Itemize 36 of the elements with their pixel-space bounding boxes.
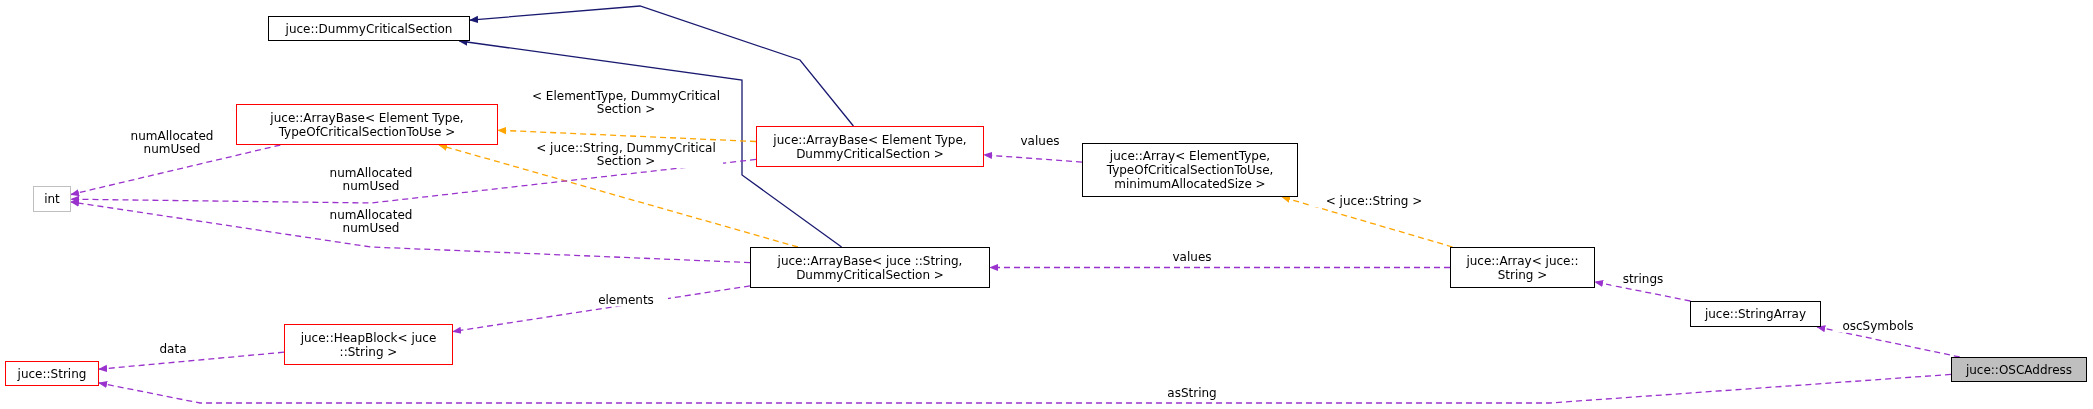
- arrow: [70, 158, 757, 204]
- arrow: [1594, 280, 1692, 302]
- class-name: juce::ArrayBase< Element Type, TypeOfCriticalSectionToUse >: [269, 110, 465, 139]
- class-box: [1951, 357, 2087, 382]
- class-box: [756, 126, 984, 167]
- class-name: juce::ArrayBase< juce ::String, DummyCriticalSection >: [776, 253, 964, 282]
- class-name: juce::String: [17, 366, 87, 381]
- class-name: juce::OSCAddress: [1965, 362, 2073, 377]
- arrow: [70, 199, 751, 264]
- class-name: juce::ArrayBase< Element Type, DummyCriticalSection >: [772, 132, 968, 161]
- class-name: int: [44, 192, 60, 206]
- class-box: [1082, 143, 1298, 197]
- class-box: [750, 247, 990, 288]
- arrow: [458, 38, 843, 248]
- arrow: [98, 351, 285, 373]
- arrow: [469, 5, 855, 127]
- class-name: juce::DummyCriticalSection: [285, 21, 453, 36]
- arrow: [70, 144, 281, 197]
- class-box: [1450, 247, 1595, 288]
- class-name: juce::Array< juce:: String >: [1465, 253, 1580, 282]
- arrow: [989, 263, 1451, 272]
- arrow: [1281, 195, 1454, 248]
- class-box: [5, 361, 99, 386]
- arrow: [497, 126, 757, 143]
- class-box: [236, 104, 498, 145]
- class-box: [1690, 301, 1821, 327]
- arrow: [98, 373, 1952, 404]
- class-box: [284, 324, 453, 365]
- class-name: juce::StringArray: [1704, 307, 1807, 321]
- class-name: juce::HeapBlock< juce ::String >: [299, 330, 438, 359]
- class-box: [33, 186, 71, 212]
- arrow: [1816, 325, 1961, 358]
- arrow: [983, 151, 1083, 163]
- class-box: [268, 16, 470, 41]
- arrow: [438, 143, 799, 248]
- class-name: juce::Array< ElementType, TypeOfCriticalSectionToUse, minimumAllocatedSize >: [1105, 149, 1275, 191]
